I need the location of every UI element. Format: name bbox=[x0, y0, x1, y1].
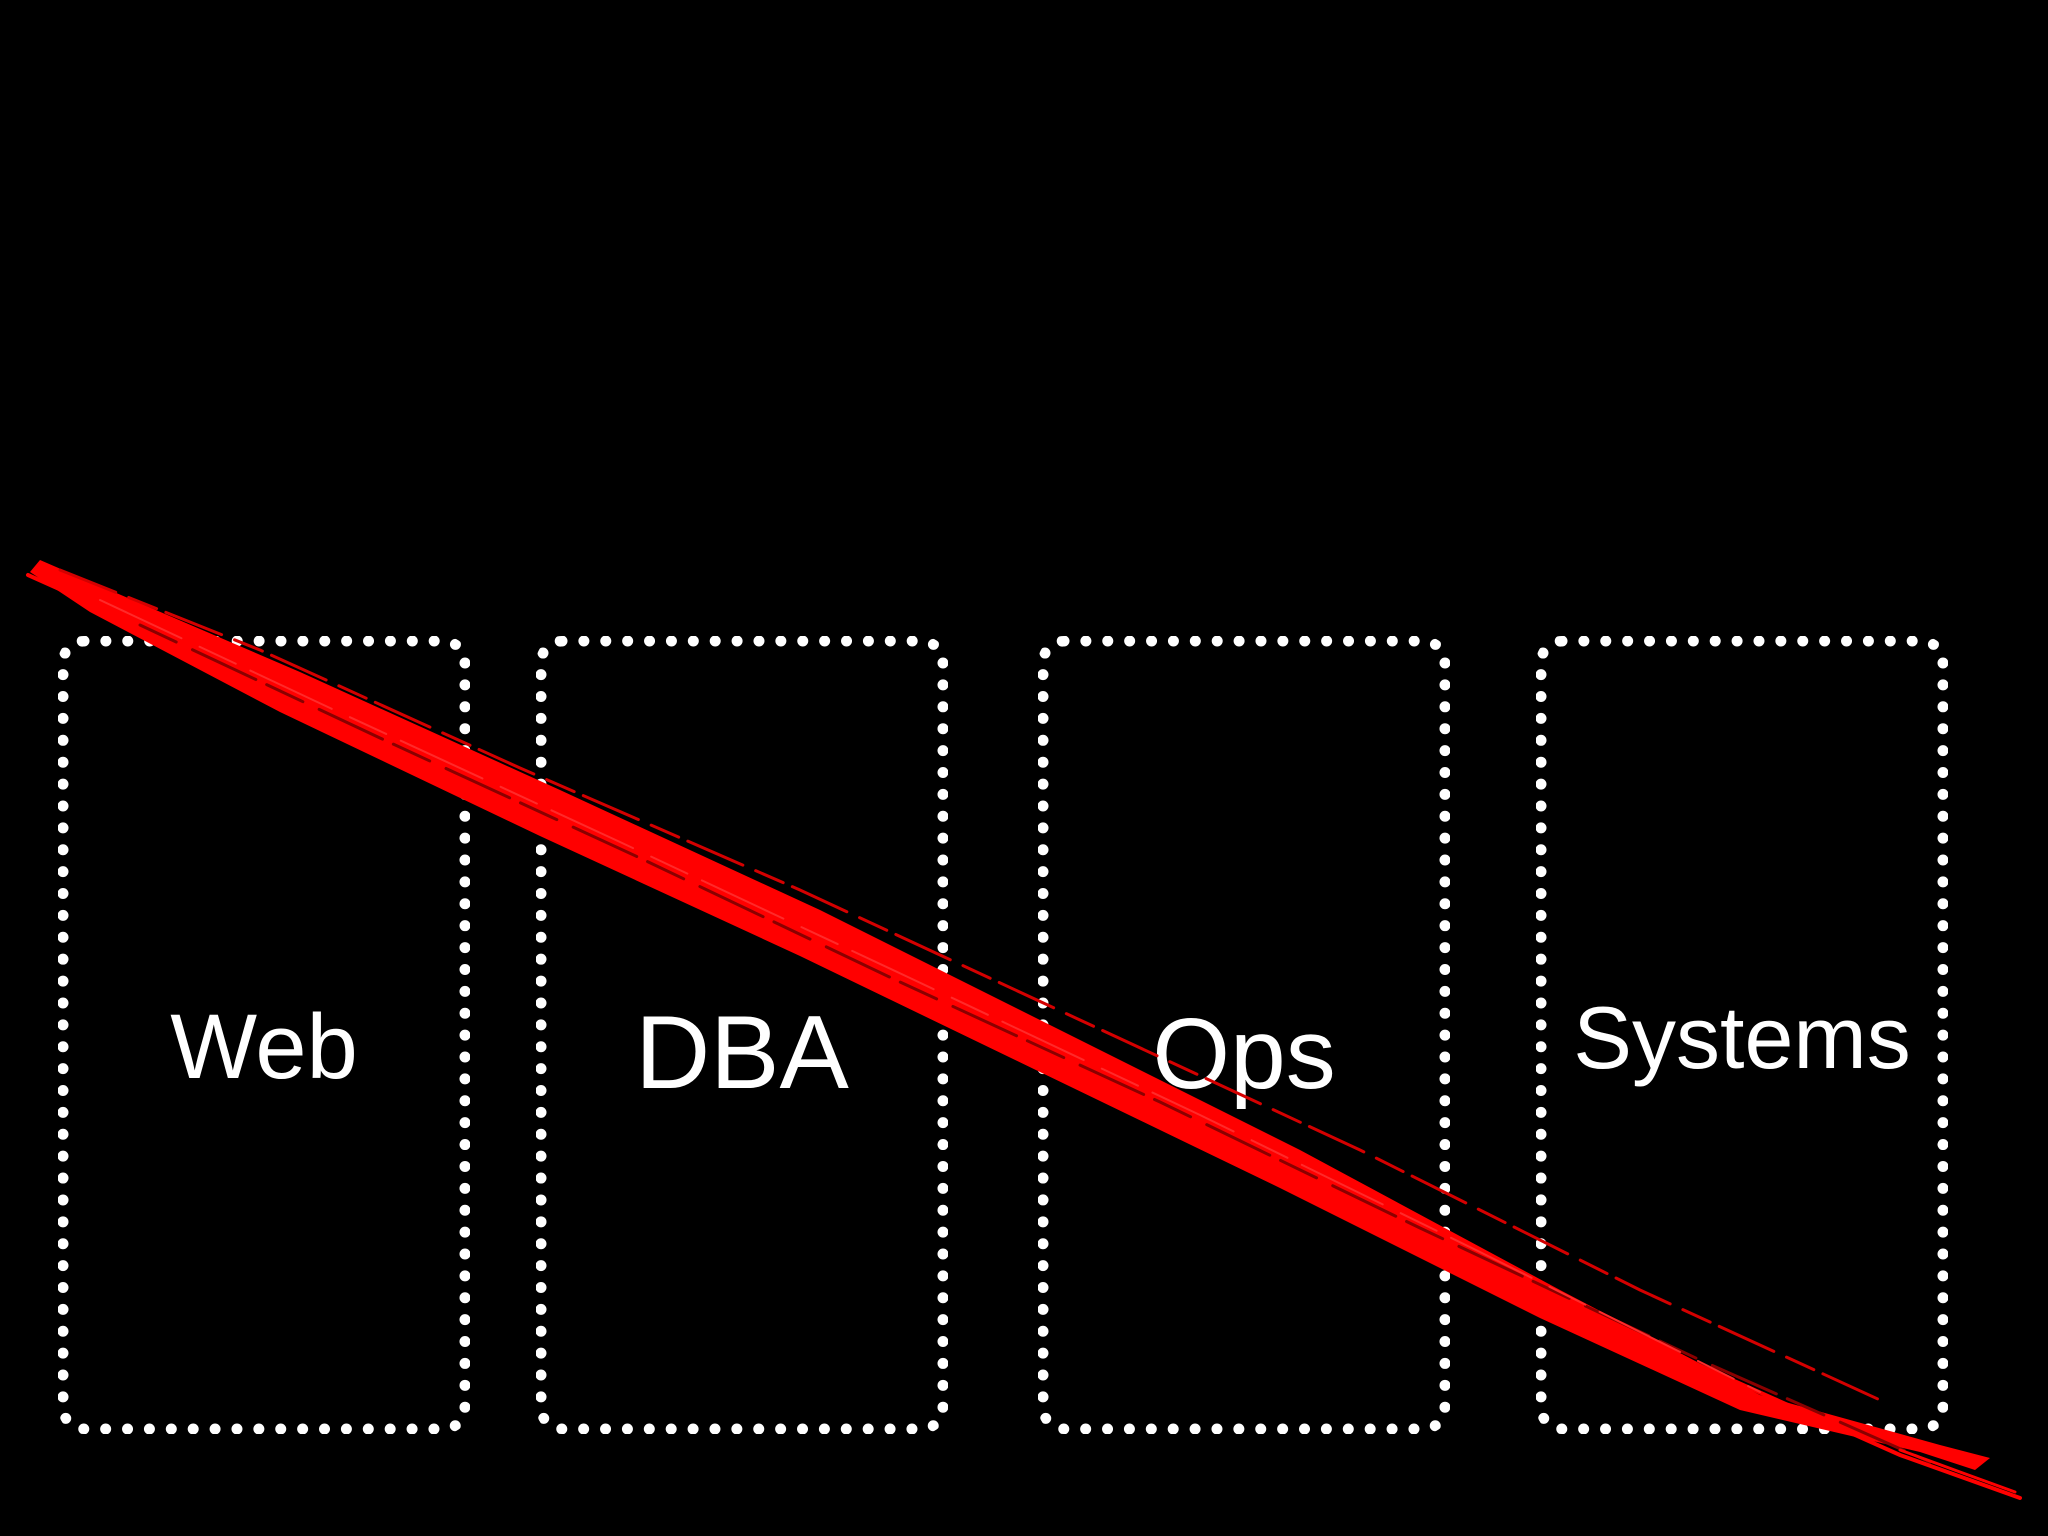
silo-box-ops: Ops bbox=[1038, 636, 1450, 1434]
silo-box-dba: DBA bbox=[536, 636, 948, 1434]
silo-label-systems: Systems bbox=[1573, 988, 1911, 1087]
silo-label-web: Web bbox=[170, 996, 358, 1098]
silo-box-systems: Systems bbox=[1536, 636, 1948, 1434]
silo-label-ops: Ops bbox=[1152, 998, 1336, 1110]
strike-tail bbox=[1898, 1448, 2017, 1494]
silo-box-web: Web bbox=[58, 636, 470, 1434]
silo-label-dba: DBA bbox=[635, 995, 849, 1111]
